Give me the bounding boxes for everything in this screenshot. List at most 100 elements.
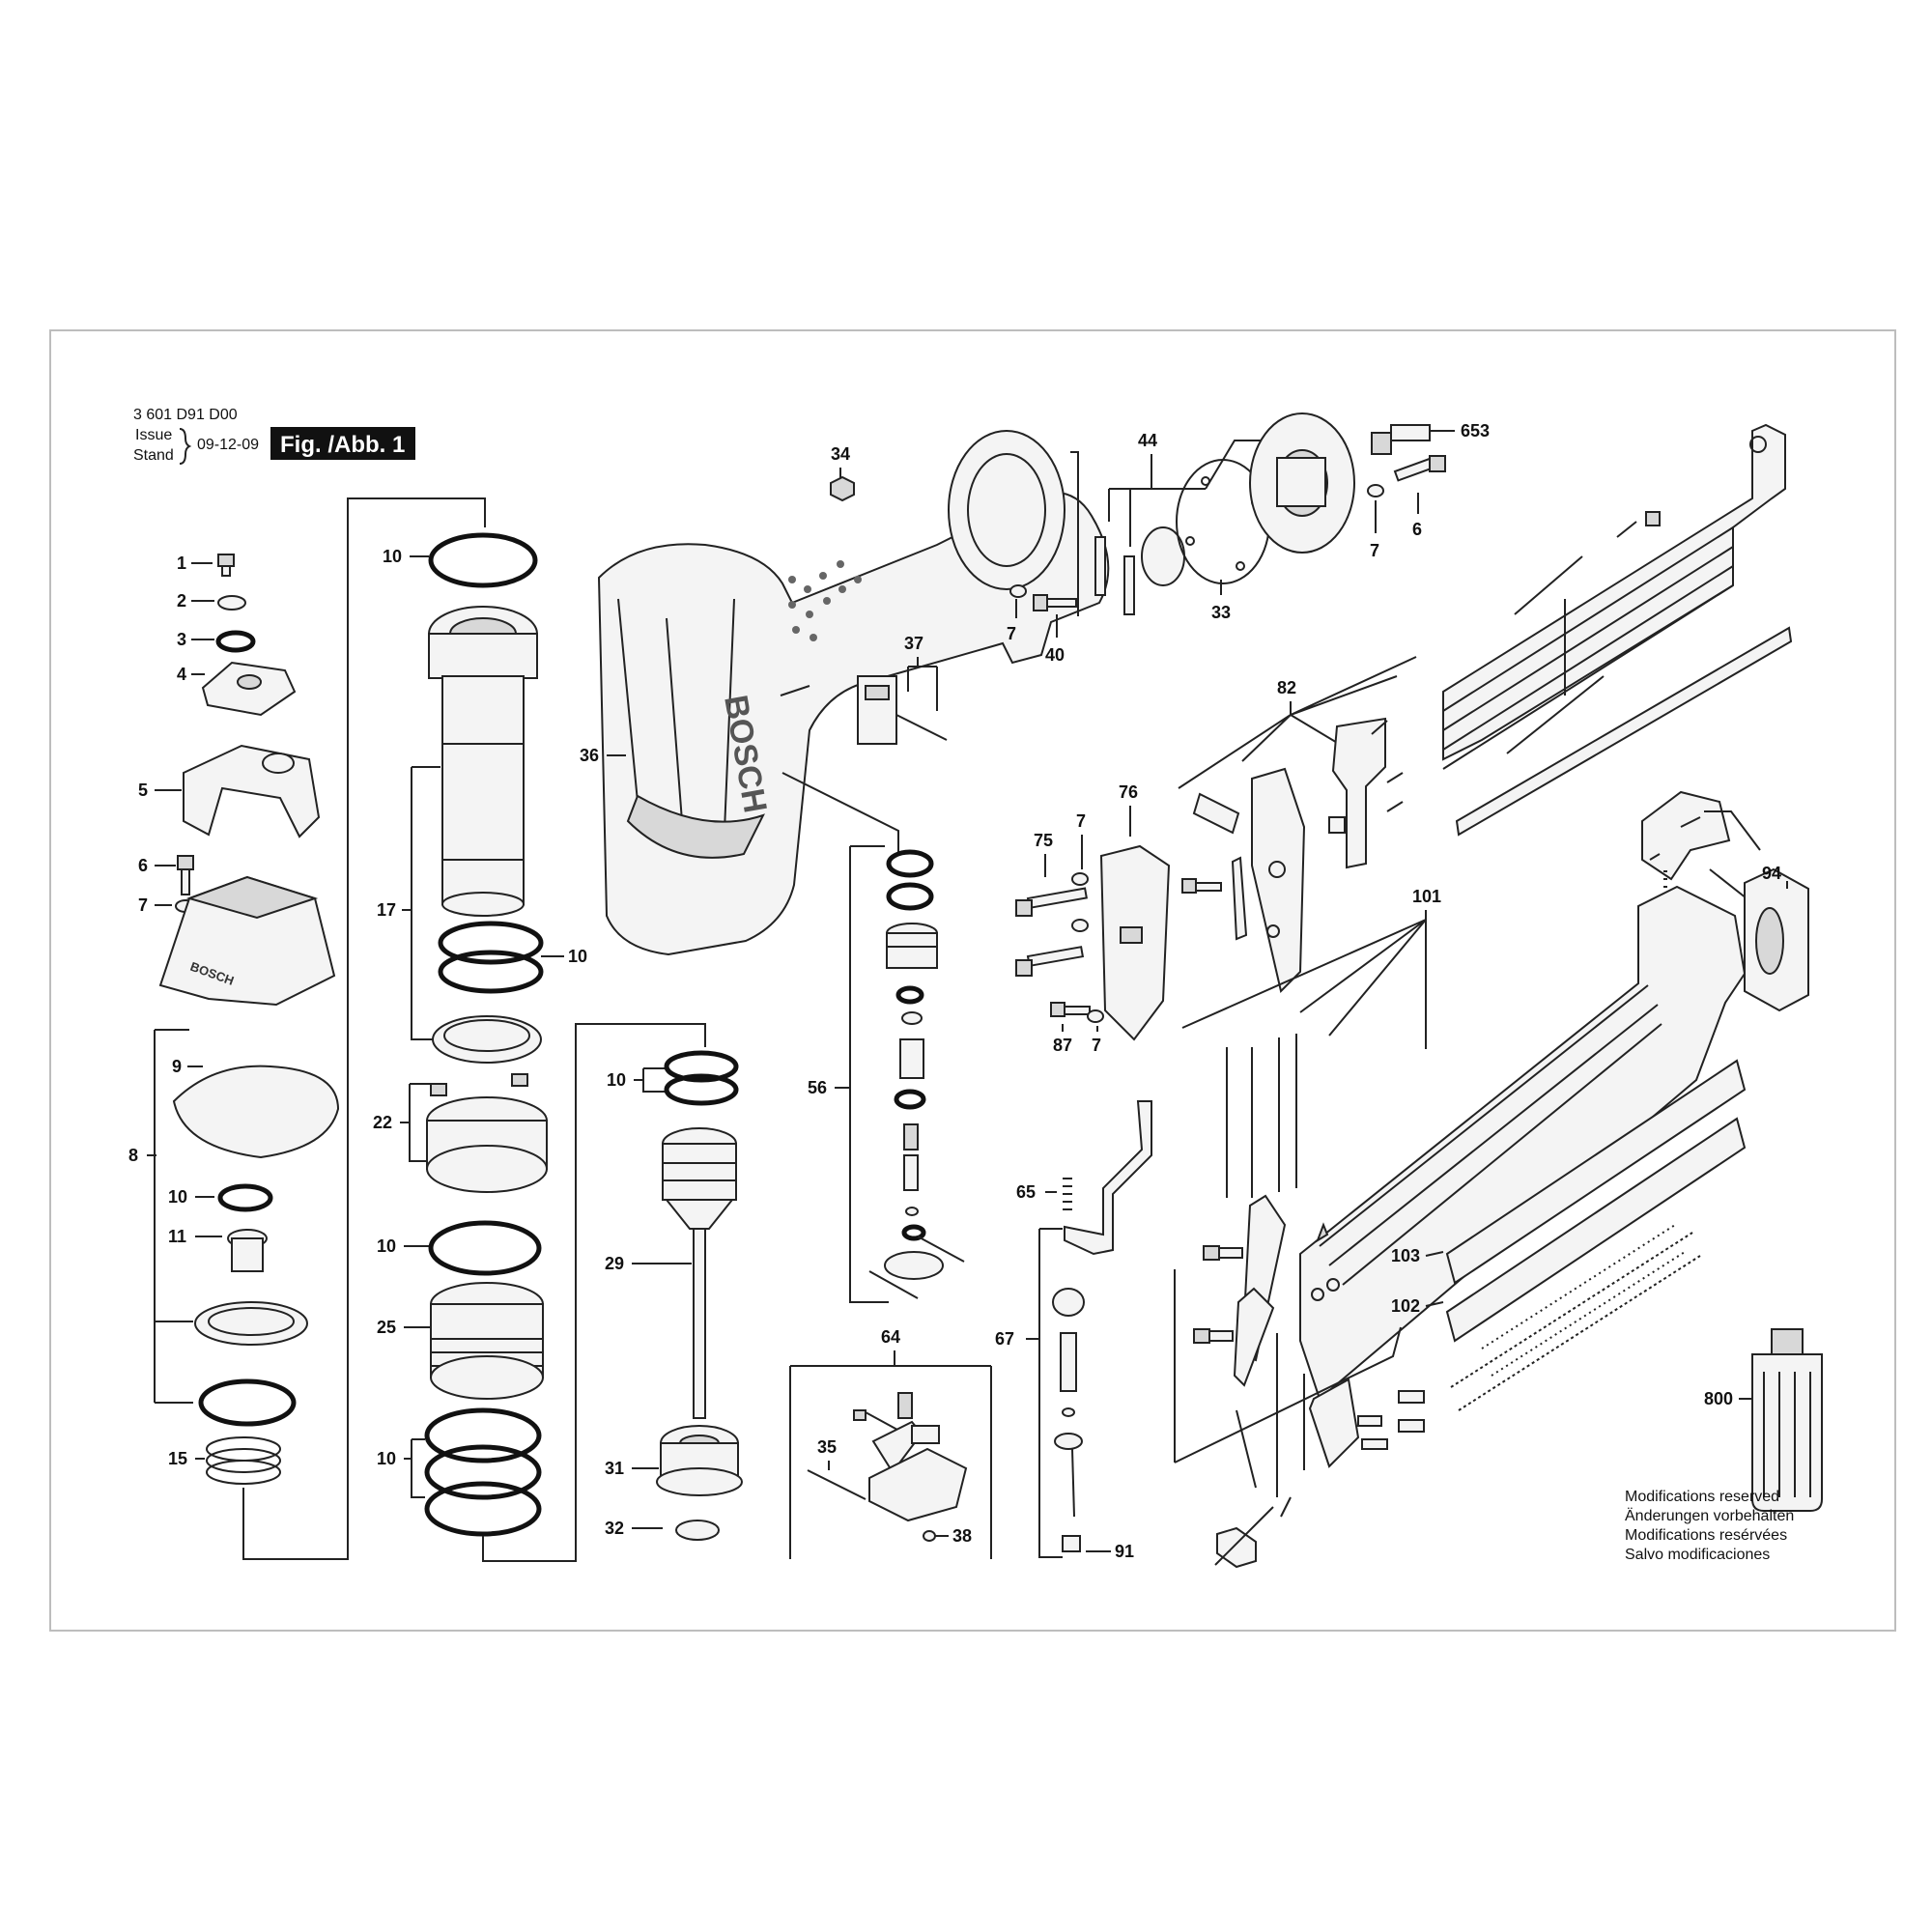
callout-2: 2 [177, 591, 186, 611]
callout-101: 101 [1412, 887, 1441, 906]
pin-part-44a [1094, 536, 1106, 596]
o-ring-triple-10 [424, 1407, 542, 1537]
page-frame [49, 329, 1896, 1632]
callout-25: 25 [377, 1318, 396, 1337]
callout-38: 38 [952, 1526, 972, 1546]
housing-part-36: BOSCH [597, 430, 1110, 956]
callout-800: 800 [1704, 1389, 1733, 1408]
cylinder-assembly: 10 17 10 22 [373, 532, 706, 1562]
callout-7d: 7 [1076, 811, 1086, 831]
pin-part-44b [1123, 555, 1135, 615]
screw-part-6b [1393, 455, 1446, 482]
pusher-assembly-94: 94 [1641, 790, 1809, 1012]
callout-32: 32 [605, 1519, 624, 1538]
callout-103: 103 [1391, 1246, 1420, 1265]
modifications-notice: Modifications reserved Änderungen vorbeh… [1625, 1489, 1794, 1563]
washer-part-7c [1367, 484, 1384, 497]
callout-29: 29 [605, 1254, 624, 1273]
trigger-assembly-64: 64 [789, 1327, 992, 1559]
callout-33: 33 [1211, 603, 1231, 622]
safety-assembly: 65 67 91 [995, 1100, 1152, 1561]
callout-10b: 10 [383, 547, 402, 566]
figure-tag-box [270, 427, 415, 460]
disc-part-32 [675, 1520, 720, 1541]
end-cap-part [1249, 412, 1355, 554]
figure-tag: Fig. /Abb. 1 [280, 432, 405, 458]
callout-17: 17 [377, 900, 396, 920]
callout-4: 4 [177, 665, 186, 684]
nut-part-34 [830, 475, 855, 502]
callout-5: 5 [138, 781, 148, 800]
callout-7b: 7 [1007, 624, 1016, 643]
ring-part-upper [432, 1015, 542, 1064]
callout-10c: 10 [568, 947, 587, 966]
stand-label: Stand [133, 447, 174, 464]
o-ring-pair-10 [438, 921, 544, 994]
screw-part-75 [1015, 887, 1088, 977]
callout-10a: 10 [168, 1187, 187, 1207]
piston-part-29 [662, 1127, 737, 1419]
screw-part-1 [217, 554, 235, 567]
callout-34: 34 [831, 444, 850, 464]
callout-76: 76 [1119, 782, 1138, 802]
callout-37: 37 [904, 634, 923, 653]
callout-3: 3 [177, 630, 186, 649]
callout-6: 6 [138, 856, 148, 875]
upper-rail-part [1442, 423, 1793, 837]
callout-56: 56 [808, 1078, 827, 1097]
callout-10d: 10 [377, 1236, 396, 1256]
gasket-part-9 [172, 1065, 340, 1159]
issue-label: Issue [135, 427, 172, 443]
cylinder-part-17 [428, 606, 538, 917]
washer-part-7d [1071, 872, 1089, 886]
callout-65: 65 [1016, 1182, 1036, 1202]
callout-64: 64 [881, 1327, 900, 1347]
callout-31: 31 [605, 1459, 624, 1478]
driver-guide-parts [1193, 1034, 1297, 1387]
piston-assembly: 10 29 31 32 [605, 1050, 743, 1541]
cover-part-5 [183, 744, 321, 838]
callout-15: 15 [168, 1449, 187, 1468]
callout-7e: 7 [1092, 1036, 1101, 1055]
spring-ring-part-15 [206, 1436, 281, 1485]
bumper-part-31 [656, 1425, 743, 1496]
callout-6b: 6 [1412, 520, 1422, 539]
strip-part-102 [1445, 1117, 1747, 1343]
o-ring-part-3 [215, 630, 256, 653]
screw-part-40 [1033, 594, 1077, 611]
latch-assembly-82: 82 [1178, 656, 1417, 993]
notice-line-3: Modifications resérvées [1625, 1527, 1787, 1544]
doc-number: 3 601 D91 D00 [133, 407, 238, 423]
screw-part-87 [1050, 1002, 1091, 1017]
callout-36: 36 [580, 746, 599, 765]
o-ring-part-10d [428, 1220, 542, 1276]
o-ring-part-10a [217, 1183, 273, 1212]
callout-94: 94 [1762, 864, 1781, 883]
strip-part-103 [1445, 1059, 1747, 1285]
callout-10e: 10 [377, 1449, 396, 1468]
callout-67: 67 [995, 1329, 1014, 1349]
valve-assembly-56: 56 [808, 845, 965, 1303]
callout-87: 87 [1053, 1036, 1072, 1055]
callout-653: 653 [1461, 421, 1490, 440]
callout-9: 9 [172, 1057, 182, 1076]
callout-44: 44 [1138, 431, 1157, 450]
feed-springs [1450, 1224, 1701, 1411]
o-ring-part-10f [664, 1050, 739, 1083]
washer-part-7b [1009, 584, 1027, 598]
grease-tube-part-800 [1751, 1328, 1823, 1512]
cap-assembly: 1 2 3 4 5 6 7 BOSCH 8 [128, 497, 486, 1560]
callout-8: 8 [128, 1146, 138, 1165]
o-ring-part-10b [428, 532, 538, 588]
callout-91: 91 [1115, 1542, 1134, 1561]
ring-part [194, 1301, 308, 1346]
switch-part-37 [857, 675, 948, 745]
callout-11: 11 [168, 1227, 186, 1246]
header-block: 3 601 D91 D00 Issue Stand 09-12-09 Fig. … [133, 407, 415, 465]
callout-10f: 10 [607, 1070, 626, 1090]
callout-40: 40 [1045, 645, 1065, 665]
retainer-part-22 [426, 1073, 548, 1193]
notice-line-4: Salvo modificaciones [1625, 1547, 1770, 1563]
callout-82: 82 [1277, 678, 1296, 697]
